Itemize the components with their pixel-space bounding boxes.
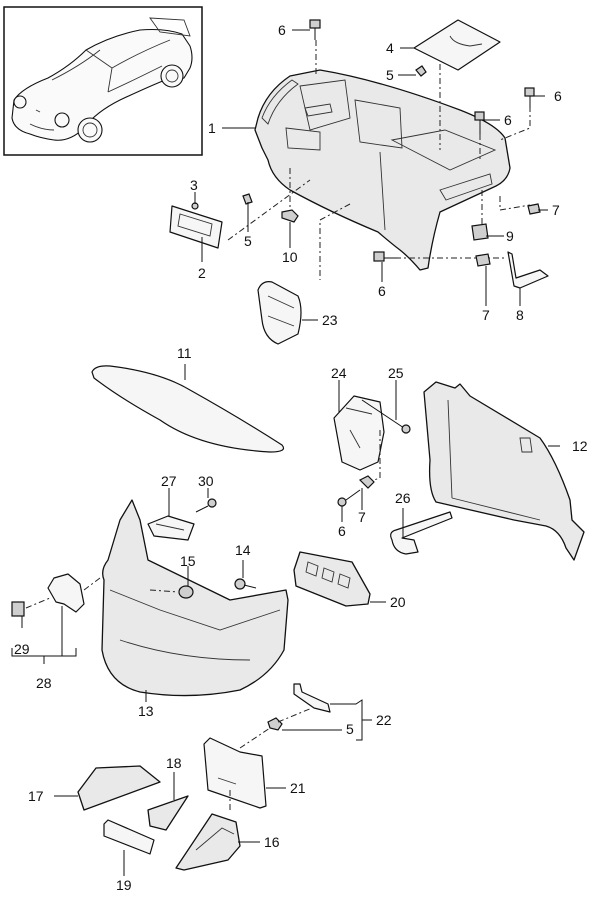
part-lining-13[interactable] [101,499,289,697]
callout-12[interactable]: 12 [572,438,588,454]
part-screw-6-mid2[interactable] [337,489,361,507]
part-cover-flap-21[interactable] [203,737,267,809]
part-holder-18[interactable] [147,795,189,831]
callout-18[interactable]: 18 [166,755,182,771]
car-icon [11,17,193,143]
part-tray-16[interactable] [175,813,241,871]
callout-16[interactable]: 16 [264,834,280,850]
part-screw-30[interactable] [195,498,217,513]
callout-4[interactable]: 4 [386,40,394,56]
callout-30[interactable]: 30 [198,473,214,489]
callout-7-right[interactable]: 7 [552,202,560,218]
part-clip-5-left[interactable] [242,193,253,205]
callout-8[interactable]: 8 [516,307,524,323]
part-screw-6-right[interactable] [524,87,535,108]
part-cover-plate-2[interactable] [169,205,223,249]
callout-29[interactable]: 29 [14,641,30,657]
part-clip-nut-7-mid[interactable] [358,475,375,489]
leader-lines [11,29,560,876]
callout-27[interactable]: 27 [161,473,177,489]
callout-5-left[interactable]: 5 [244,233,252,249]
part-retainer-9[interactable] [471,223,489,241]
vehicle-thumbnail[interactable] [3,6,203,156]
part-rear-trim-panel[interactable] [254,69,511,271]
part-bracket-8[interactable] [507,251,549,289]
callout-20[interactable]: 20 [390,594,406,610]
part-clip-5-low[interactable] [267,717,283,731]
callout-26[interactable]: 26 [395,490,411,506]
callout-2[interactable]: 2 [198,265,206,281]
callout-6-mid2[interactable]: 6 [338,523,346,539]
part-latch-28[interactable] [47,573,85,613]
part-clip-nut-7-low[interactable] [475,253,491,267]
callout-7-low[interactable]: 7 [482,307,490,323]
part-screw-6-top[interactable] [309,19,321,40]
part-plug-15[interactable] [178,585,194,599]
callout-22[interactable]: 22 [376,712,392,728]
part-screw-6-low[interactable] [373,251,398,262]
part-bracket-24[interactable] [333,395,385,471]
callout-10[interactable]: 10 [282,249,298,265]
callout-24[interactable]: 24 [331,365,347,381]
callout-5-low[interactable]: 5 [346,721,354,737]
part-side-trim-12[interactable] [423,381,585,561]
callout-7-mid[interactable]: 7 [358,509,366,525]
part-trim-frame-27[interactable] [147,515,195,541]
part-bolt-14[interactable] [234,578,257,590]
part-cover-17[interactable] [77,765,161,811]
part-strip-19[interactable] [103,819,155,855]
part-screw-6-mid[interactable] [474,111,485,134]
callout-labels: 1 2 3 4 5 5 5 6 6 6 6 6 7 7 7 8 9 10 11 … [14,22,588,893]
part-fastener-10[interactable] [281,209,299,223]
callout-6-right[interactable]: 6 [554,88,562,104]
callout-1[interactable]: 1 [208,120,216,136]
callout-21[interactable]: 21 [290,780,306,796]
callout-28[interactable]: 28 [36,675,52,691]
part-hinge-22[interactable] [293,683,331,713]
callout-9[interactable]: 9 [506,228,514,244]
callout-6-low[interactable]: 6 [378,283,386,299]
callout-17[interactable]: 17 [28,788,44,804]
callout-6-mid[interactable]: 6 [504,112,512,128]
callout-14[interactable]: 14 [235,542,251,558]
callout-3[interactable]: 3 [190,177,198,193]
callout-23[interactable]: 23 [322,312,338,328]
callout-13[interactable]: 13 [138,703,154,719]
part-floor-mat-11[interactable] [91,365,285,453]
callout-5-top[interactable]: 5 [386,67,394,83]
part-holder-20[interactable] [293,551,371,607]
part-screw-25[interactable] [361,399,411,434]
part-handle-23[interactable] [257,281,302,345]
callout-15[interactable]: 15 [180,553,196,569]
part-clip-5-top[interactable] [415,65,427,77]
callout-6-top[interactable]: 6 [278,22,286,38]
part-strap-26[interactable] [390,511,453,555]
part-cap-29[interactable] [11,601,25,617]
callout-11[interactable]: 11 [177,345,192,361]
part-clip-nut-7-right[interactable] [527,203,541,215]
part-lid[interactable] [413,19,501,71]
callout-25[interactable]: 25 [388,365,404,381]
callout-19[interactable]: 19 [116,877,132,893]
